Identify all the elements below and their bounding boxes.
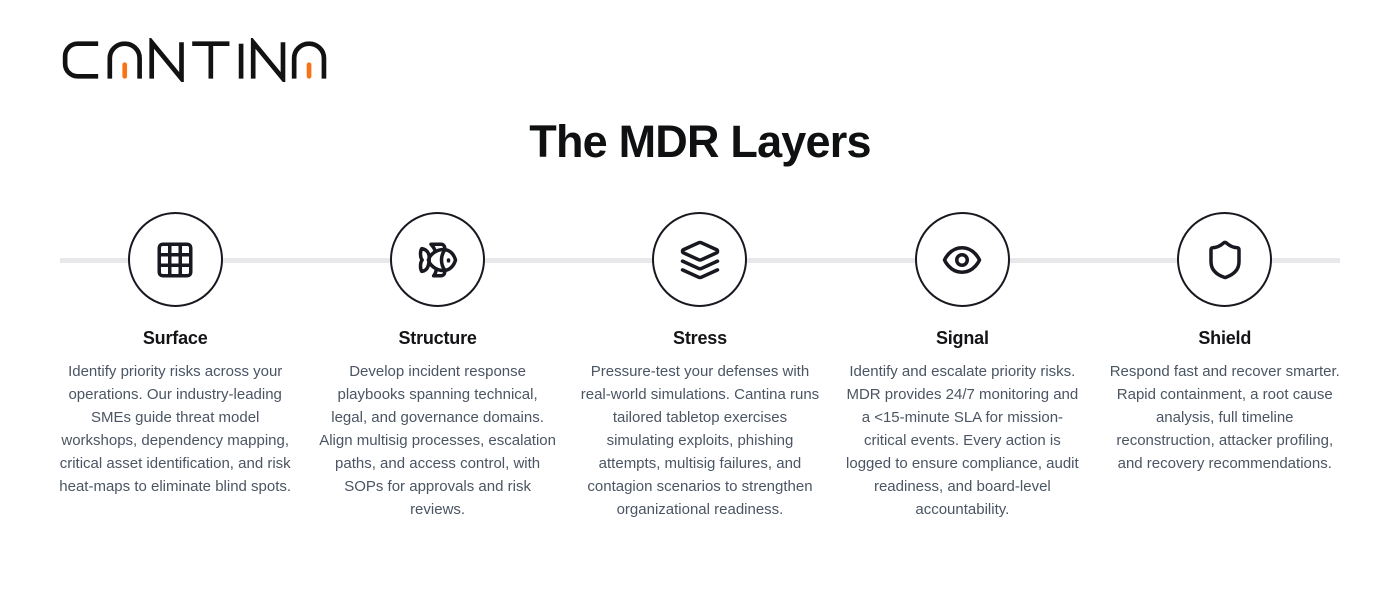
- layer-card-shield: Shield Respond fast and recover smarter.…: [1094, 212, 1356, 521]
- structure-icon-circle: [390, 212, 486, 307]
- layer-description: Pressure-test your defenses with real-wo…: [580, 363, 820, 518]
- shield-icon-circle: [1177, 212, 1273, 307]
- layer-title: Surface: [142, 328, 208, 348]
- stress-icon-circle: [652, 212, 748, 307]
- layer-description: Respond fast and recover smarter. Rapid …: [1109, 363, 1340, 472]
- layer-card-signal: Signal Identify and escalate priority ri…: [831, 212, 1093, 521]
- cantina-logo[interactable]: [60, 35, 330, 86]
- layer-card-stress: Stress Pressure-test your defenses with …: [569, 212, 831, 521]
- surface-icon-circle: [127, 212, 223, 307]
- layer-title: Shield: [1198, 328, 1252, 348]
- logo-orange-accents: [122, 62, 312, 79]
- cantina-wordmark: [62, 35, 327, 86]
- mdr-layers-row: Surface Identify priority risks across y…: [44, 212, 1356, 521]
- layer-description: Identify priority risks across your oper…: [59, 363, 292, 495]
- layer-title: Stress: [673, 328, 727, 348]
- page-title: The MDR Layers: [529, 116, 871, 167]
- layer-card-structure: Structure Develop incident response play…: [306, 212, 568, 521]
- shield-icon: [1209, 240, 1241, 279]
- grid-3x3-icon: [157, 242, 193, 277]
- eye-icon: [943, 245, 982, 274]
- signal-icon-circle: [914, 212, 1010, 307]
- layer-card-surface: Surface Identify priority risks across y…: [44, 212, 306, 521]
- layers-icon: [680, 240, 720, 279]
- layer-description: Develop incident response playbooks span…: [319, 363, 556, 518]
- layer-description: Identify and escalate priority risks. MD…: [846, 363, 1079, 518]
- fish-icon: [418, 241, 457, 278]
- layer-title: Structure: [398, 328, 477, 348]
- layer-title: Signal: [935, 328, 989, 348]
